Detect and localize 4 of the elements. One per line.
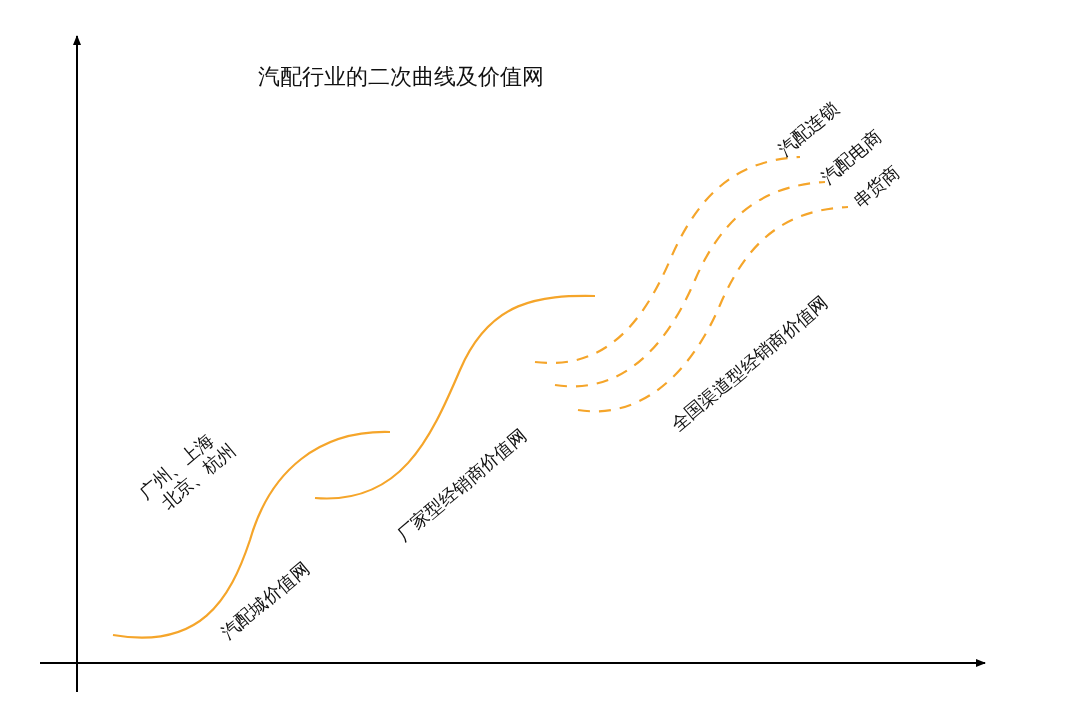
- curve-label: 全国渠道型经销商价值网: [667, 292, 832, 435]
- curve-label: 厂家型经销商价值网: [393, 425, 531, 545]
- chart-title: 汽配行业的二次曲线及价值网: [258, 63, 544, 91]
- curve-label: 汽配城价值网: [217, 558, 313, 643]
